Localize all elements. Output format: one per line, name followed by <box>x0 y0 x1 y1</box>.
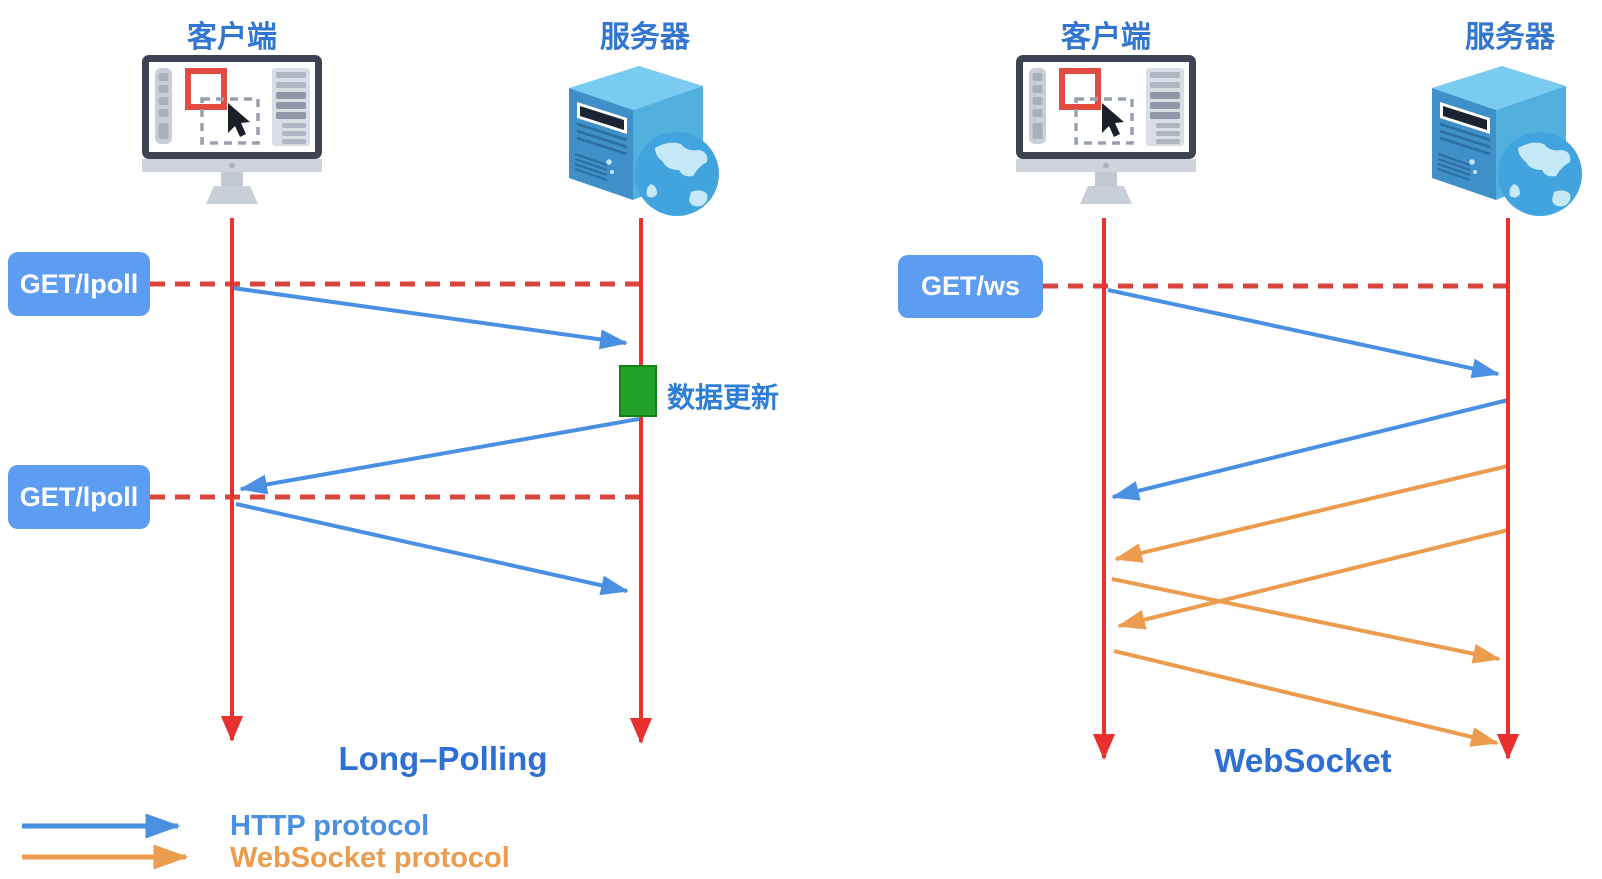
data-update-marker <box>619 365 657 417</box>
http-request-arrow-1 <box>232 286 628 350</box>
server-tower-icon <box>1432 66 1582 216</box>
globe-icon <box>1498 132 1582 216</box>
data-update-label: 数据更新 <box>667 382 780 413</box>
get-ws-box: GET/ws <box>898 255 1043 318</box>
ws-message-arrow-2 <box>1117 528 1509 630</box>
ws-message-arrow-1 <box>1114 464 1509 563</box>
http-request-arrow-2 <box>235 502 629 596</box>
ws-message-arrow-3 <box>1111 577 1501 664</box>
ws-handshake-response-arrow <box>1111 398 1509 501</box>
http-response-arrow-1 <box>239 417 640 495</box>
client-monitor-icon <box>142 55 322 204</box>
ws-message-arrow-4 <box>1113 649 1499 747</box>
legend-websocket-label: WebSocket protocol <box>230 842 510 874</box>
cursor-icon <box>1102 103 1124 137</box>
left-server-heading: 服务器 <box>600 21 690 54</box>
ws-handshake-request-arrow <box>1107 288 1500 379</box>
monitor-stand <box>206 186 258 204</box>
cursor-icon <box>228 103 250 137</box>
monitor-stand <box>1080 186 1132 204</box>
selection-square-icon <box>185 68 227 110</box>
right-server-heading: 服务器 <box>1465 21 1555 54</box>
dashed-selection-icon <box>200 97 260 145</box>
legend-http-label: HTTP protocol <box>230 810 430 842</box>
get-lpoll-box-1: GET/lpoll <box>8 252 150 316</box>
globe-icon <box>635 132 719 216</box>
selection-square-icon <box>1059 68 1101 110</box>
get-lpoll-box-2: GET/lpoll <box>8 465 150 529</box>
client-monitor-icon <box>1016 55 1196 204</box>
dashed-selection-icon <box>1074 97 1134 145</box>
left-client-heading: 客户端 <box>187 21 277 54</box>
long-polling-title: Long–Polling <box>338 740 548 777</box>
server-tower-icon <box>569 66 719 216</box>
right-client-heading: 客户端 <box>1061 21 1151 54</box>
websocket-title: WebSocket <box>1214 742 1392 779</box>
